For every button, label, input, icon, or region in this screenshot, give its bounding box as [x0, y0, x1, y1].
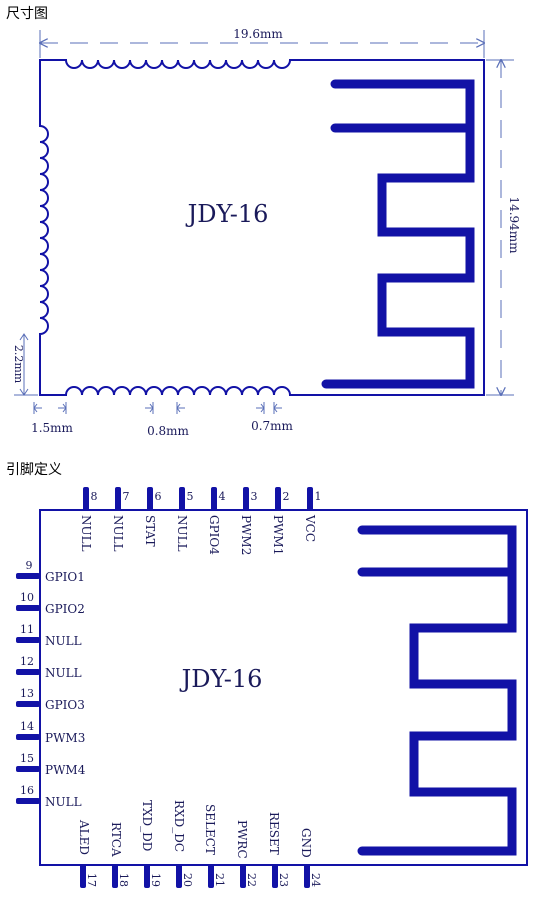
- pin-3-number: 3: [251, 490, 258, 503]
- pin-11-name: NULL: [45, 634, 82, 648]
- pin-19-name: TXD_DD: [140, 800, 154, 851]
- pin-20: 20 RXD_DC: [172, 800, 194, 888]
- pin-18: 18 RTCA: [109, 822, 130, 888]
- pin-1-name: VCC: [303, 514, 317, 542]
- pin-3-name: PWM2: [239, 515, 253, 555]
- pin-24-name: GND: [299, 828, 313, 858]
- height-label: 14.94mm: [507, 196, 521, 254]
- pin-10-number: 10: [20, 591, 34, 604]
- pin-4-number: 4: [219, 490, 226, 503]
- pin-17-name: ALED: [77, 819, 91, 855]
- pin-16-number: 16: [20, 784, 34, 797]
- pin-13-name: GPIO3: [45, 698, 85, 712]
- pad-width-label: 0.7mm: [251, 419, 293, 433]
- module-outline: [39, 59, 485, 396]
- pin-21-number: 21: [213, 873, 226, 887]
- pin-20-number: 20: [181, 873, 194, 887]
- pin-22-name: PWRC: [235, 820, 249, 859]
- pin-22: 22 PWRC: [235, 820, 258, 888]
- pin-21-name: SELECT: [203, 804, 217, 855]
- antenna-trace-2: [357, 525, 517, 856]
- pin-7-number: 7: [123, 490, 130, 503]
- pin-definition-title: 引脚定义: [6, 462, 62, 478]
- pin-6-number: 6: [155, 490, 162, 503]
- pin-24-number: 24: [309, 873, 322, 887]
- pin-6-name: STAT: [143, 515, 157, 547]
- dimension-diagram: JDY-16 19.6mm 14.94mm 2.2mm 1.5mm 0.8mm …: [12, 27, 521, 438]
- pin-1-number: 1: [315, 490, 322, 503]
- pin-2-number: 2: [283, 490, 290, 503]
- pin-14-name: PWM3: [45, 731, 85, 745]
- pin-19: 19 TXD_DD: [140, 800, 162, 888]
- pin-12-name: NULL: [45, 666, 82, 680]
- left-gap-label: 2.2mm: [12, 345, 25, 384]
- pin-12-number: 12: [20, 655, 34, 668]
- module-body: [39, 509, 528, 866]
- pin-13-number: 13: [20, 687, 34, 700]
- pin-23-name: RESET: [267, 812, 281, 855]
- module-name-2: JDY-16: [179, 665, 263, 693]
- pin-11-number: 11: [20, 623, 34, 636]
- pin-7-name: NULL: [111, 515, 125, 552]
- pin-18-name: RTCA: [109, 822, 123, 857]
- width-label: 19.6mm: [233, 27, 283, 41]
- pin-24: 24 GND: [299, 828, 322, 888]
- antenna-trace: [321, 79, 475, 389]
- pin-14-number: 14: [20, 720, 34, 733]
- pin-18-number: 18: [117, 873, 130, 887]
- pin-20-name: RXD_DC: [172, 800, 186, 852]
- pin-21: 21 SELECT: [203, 804, 226, 888]
- pin-8-name: NULL: [79, 515, 93, 552]
- pin-17-number: 17: [85, 873, 98, 887]
- pin-16-name: NULL: [45, 795, 82, 809]
- pin-15-number: 15: [20, 752, 34, 765]
- edge-offset-label: 1.5mm: [31, 421, 73, 435]
- dimension-drawing-title: 尺寸图: [6, 6, 48, 22]
- pin-2-name: PWM1: [271, 515, 285, 555]
- pin-4-name: GPIO4: [207, 515, 221, 555]
- pin-15-name: PWM4: [45, 763, 86, 777]
- pin-17: 17 ALED: [77, 819, 98, 888]
- pin-5-name: NULL: [175, 515, 189, 552]
- pin-8-number: 8: [91, 490, 98, 503]
- module-name: JDY-16: [185, 200, 269, 228]
- pin-5-number: 5: [187, 490, 194, 503]
- pin-23: 23 RESET: [267, 812, 290, 888]
- pin-9-name: GPIO1: [45, 570, 85, 584]
- pin-22-number: 22: [245, 873, 258, 887]
- pin-9-number: 9: [26, 559, 33, 572]
- pad-pitch-label: 0.8mm: [147, 424, 189, 438]
- pin-10-name: GPIO2: [45, 602, 85, 616]
- pin-19-number: 19: [149, 873, 162, 887]
- pin-23-number: 23: [277, 873, 290, 887]
